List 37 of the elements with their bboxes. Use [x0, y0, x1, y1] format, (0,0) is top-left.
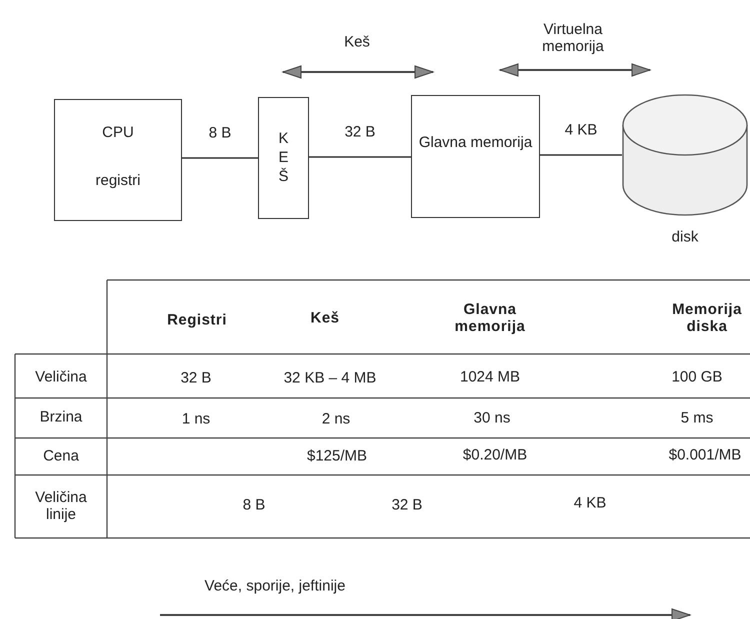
row-header: Veličina linije	[34, 488, 88, 524]
column-header: Keš	[310, 309, 340, 327]
column-header: Registri	[167, 311, 227, 329]
table-cell: 32 KB – 4 MB	[284, 369, 376, 387]
table-cell: 32 B	[180, 369, 212, 387]
connector-line	[182, 157, 258, 159]
table-cell: 1 ns	[182, 410, 210, 428]
trend-label: Veće, sporije, jeftinije	[204, 577, 346, 595]
disk-cylinder	[622, 93, 748, 217]
range-label: Keš	[344, 33, 370, 51]
cache-box	[258, 97, 309, 219]
node-label: KEŠ	[277, 130, 290, 186]
table-cell: 4 KB	[574, 494, 606, 512]
node-caption: disk	[672, 228, 698, 246]
table-cell: 2 ns	[322, 410, 350, 428]
connector-line	[309, 156, 411, 158]
row-header: Veličina	[35, 368, 87, 386]
connector-line	[540, 154, 622, 156]
table-cell: $0.001/MB	[668, 446, 742, 464]
table-cell: 32 B	[392, 496, 422, 514]
table-cell: 100 GB	[672, 368, 722, 386]
memory-box	[54, 99, 182, 221]
node-subtitle: registri	[94, 172, 142, 189]
row-header: Brzina	[40, 408, 82, 426]
table-cell: 30 ns	[474, 409, 510, 427]
table-cell: 1024 MB	[460, 368, 520, 386]
table-cell: 5 ms	[680, 409, 714, 427]
node-label: Glavna memorija	[418, 134, 534, 152]
memory-box	[411, 95, 540, 218]
row-header: Cena	[43, 447, 79, 465]
table-cell: $0.20/MB	[462, 446, 528, 464]
column-header: Memorija diska	[671, 300, 743, 336]
node-title: CPU	[101, 124, 135, 141]
range-label: Virtuelna memorija	[541, 20, 605, 56]
table-cell: 8 B	[242, 496, 266, 514]
column-header: Glavna memorija	[454, 300, 526, 336]
table-cell: $125/MB	[306, 447, 368, 465]
